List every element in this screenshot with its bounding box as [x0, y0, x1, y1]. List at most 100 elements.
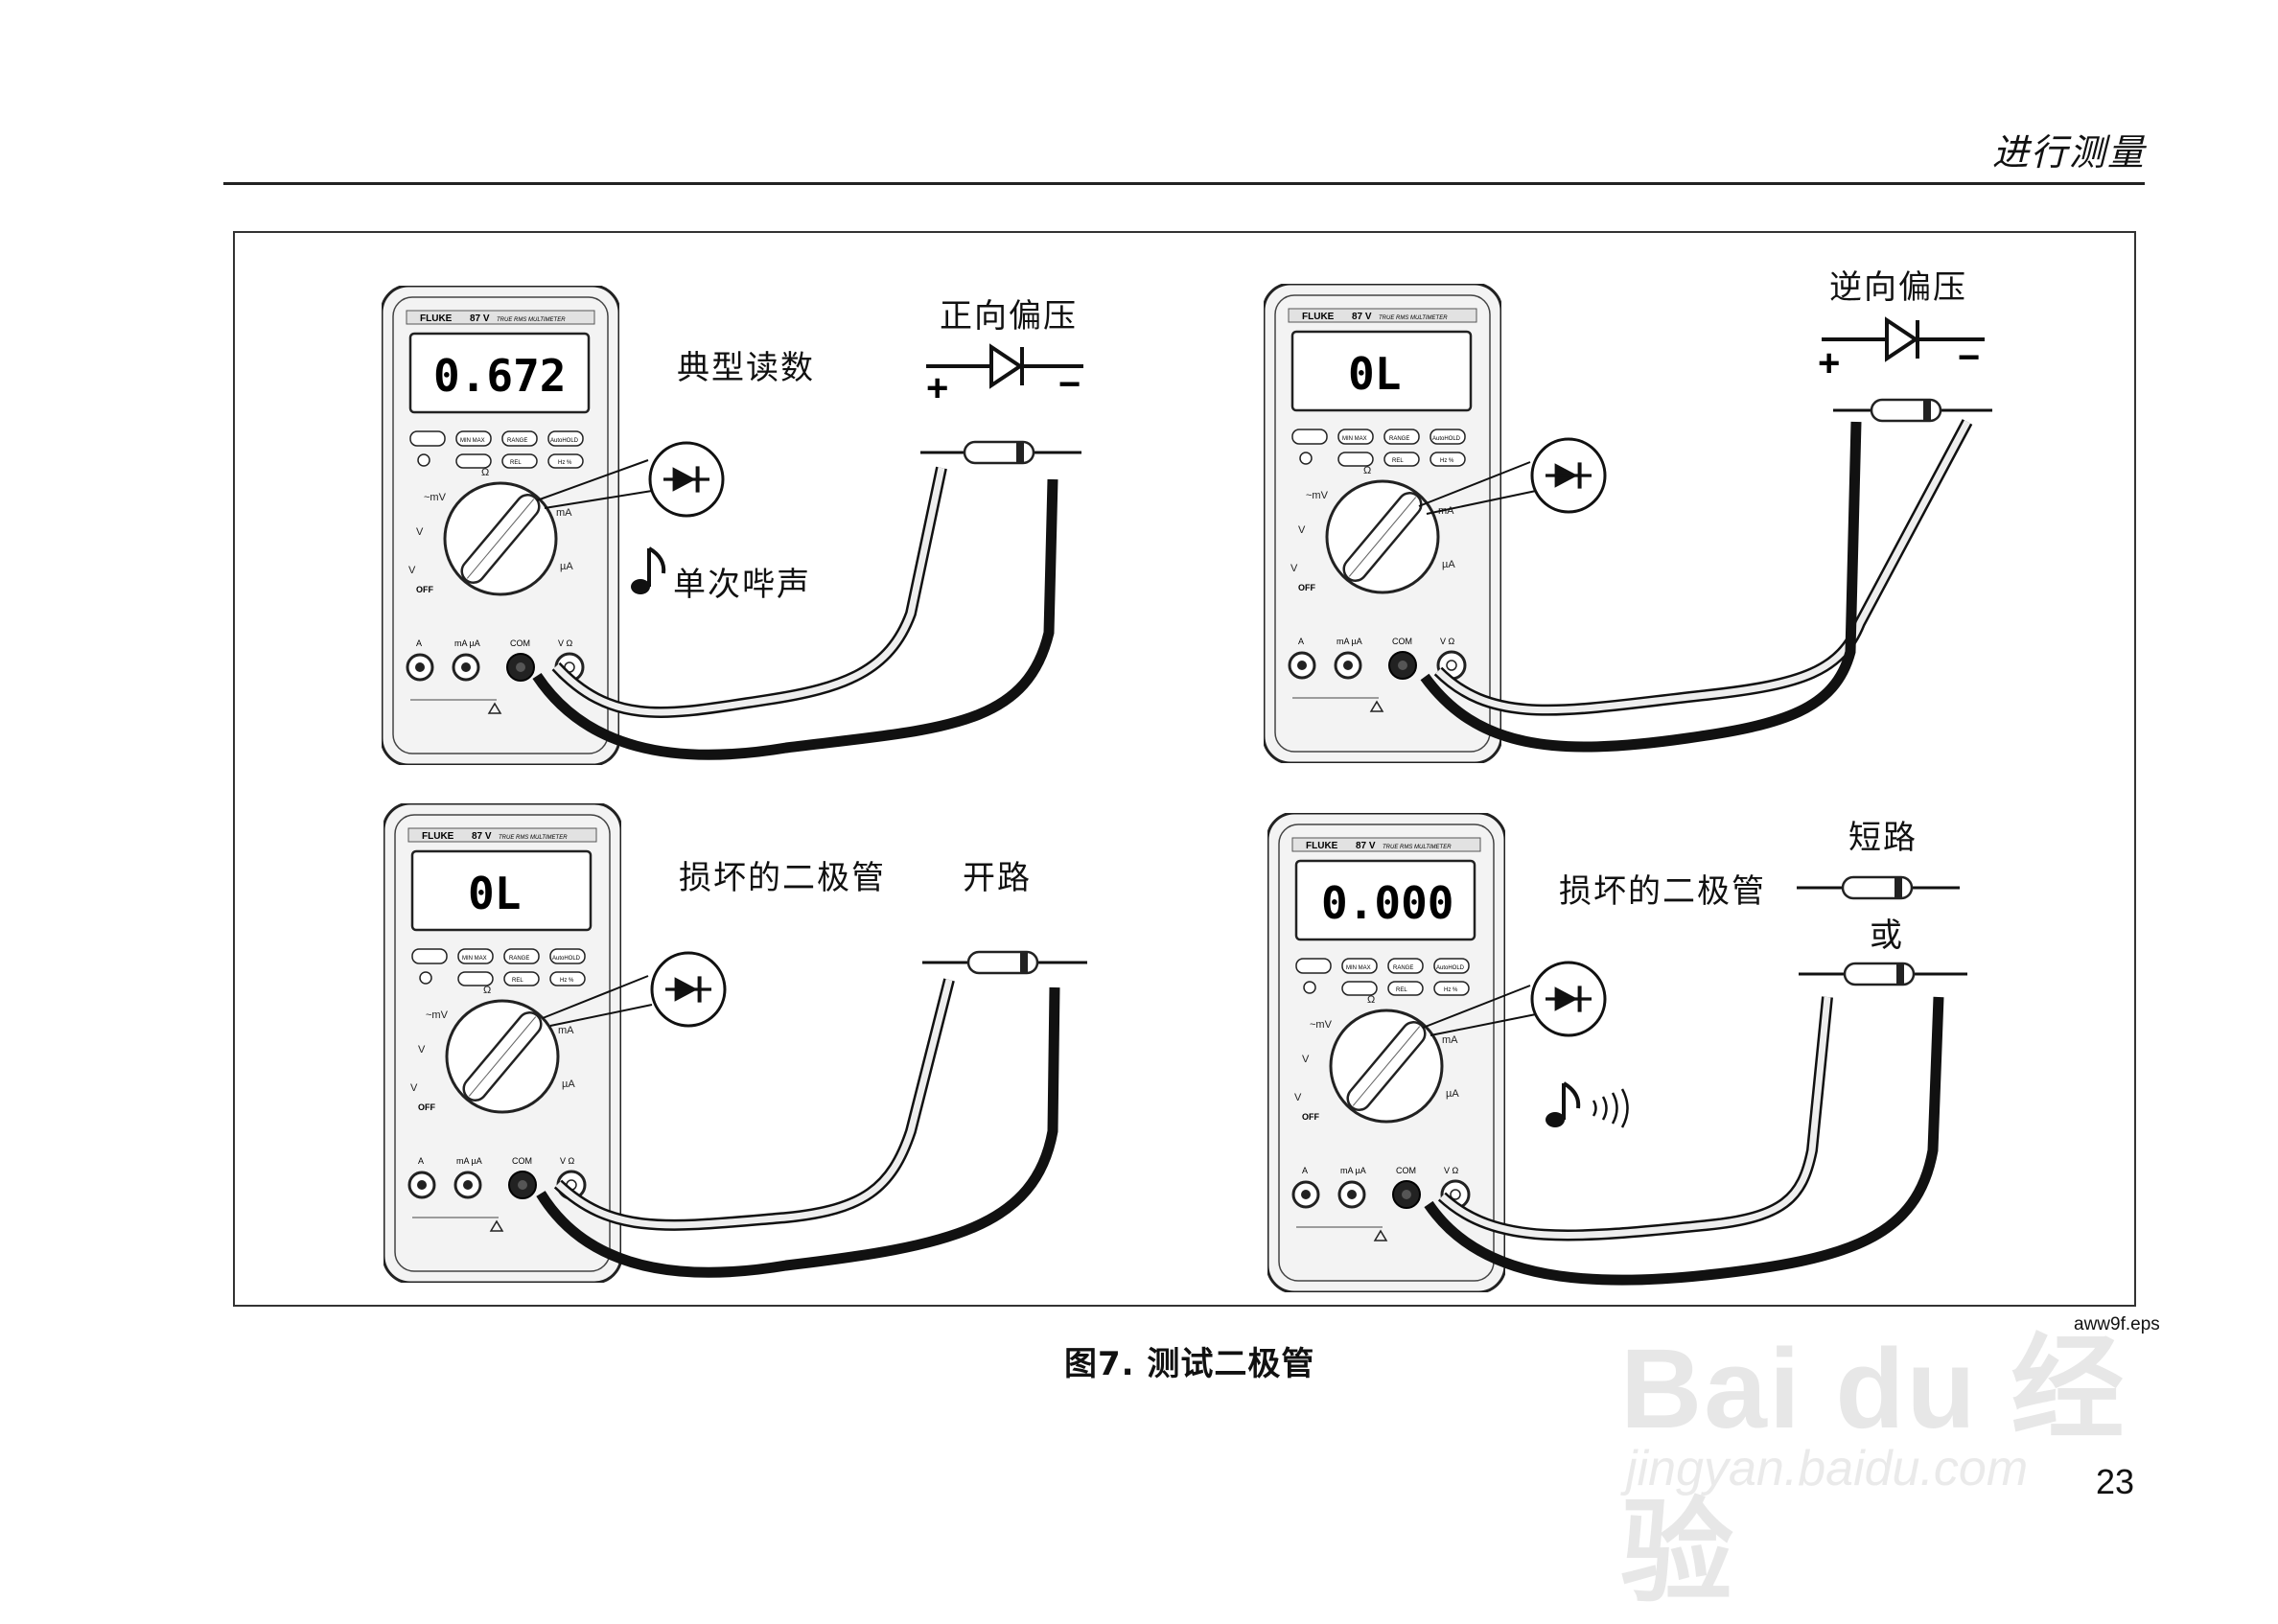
meter-display-reading: 0L [1348, 348, 1401, 400]
jack-ma-label: mA µA [1340, 1166, 1366, 1175]
plus-sign: + [926, 367, 948, 409]
multimeter-short: FLUKE 87 V TRUE RMS MULTIMETER 0.000 MIN… [1266, 811, 1507, 1294]
meter-brand: FLUKE [422, 831, 454, 842]
jack-ma-label: mA µA [456, 1156, 482, 1166]
meter-subtitle: TRUE RMS MULTIMETER [1379, 315, 1448, 321]
btn-hz-label: Hz % [1444, 987, 1458, 993]
dial-off-label: OFF [418, 1102, 435, 1112]
diode-callout-open [542, 951, 727, 1028]
btn-range-label: RANGE [1389, 436, 1409, 442]
btn-rel-label: REL [1396, 987, 1407, 993]
btn-rel-label: REL [1392, 458, 1404, 464]
short-circuit-label: 短路 [1848, 819, 1918, 857]
test-leads-reverse [1420, 419, 1973, 753]
diode-callout-short [1422, 961, 1607, 1037]
btn-hz-label: Hz % [1440, 458, 1454, 464]
jack-a-label: A [416, 638, 422, 648]
jack-ma-label: mA µA [454, 638, 480, 648]
diode-callout-reverse [1418, 437, 1607, 515]
jack-com-label: COM [1396, 1166, 1416, 1175]
btn-autohold-label: AutoHOLD [1436, 965, 1465, 971]
diode-component-short-bottom [1799, 962, 1967, 986]
multimeter-reverse: FLUKE 87 V TRUE RMS MULTIMETER 0L MIN MA… [1262, 282, 1503, 765]
multimeter-forward-drawing: FLUKE 87 V TRUE RMS MULTIMETER 0.672 MIN… [380, 284, 621, 767]
reverse-bias-label: 逆向偏压 [1829, 268, 1967, 307]
btn-minmax-label: MIN MAX [460, 438, 485, 444]
multimeter-short-drawing: FLUKE 87 V TRUE RMS MULTIMETER 0.000 MIN… [1266, 811, 1507, 1294]
meter-brand: FLUKE [420, 313, 453, 324]
jack-com-label: COM [510, 638, 530, 648]
test-leads-short [1424, 996, 1944, 1286]
figure-frame [233, 231, 2136, 1307]
music-note-icon [631, 546, 666, 594]
jack-a-label: A [1302, 1166, 1308, 1175]
jack-a-label: A [418, 1156, 424, 1166]
diode-callout-forward [536, 441, 725, 518]
meter-subtitle: TRUE RMS MULTIMETER [1383, 845, 1452, 850]
diode-component-open [922, 950, 1087, 975]
bias-symbol-forward [926, 343, 1083, 389]
damaged-diode-label: 损坏的二极管 [679, 859, 886, 897]
meter-model: 87 V [1352, 312, 1372, 322]
plus-sign: + [1818, 342, 1840, 384]
dial-off-label: OFF [416, 585, 433, 594]
forward-bias-label: 正向偏压 [940, 297, 1078, 336]
btn-hz-label: Hz % [560, 978, 574, 984]
diode-component-short-top [1797, 875, 1960, 900]
diagram-overlay: + − + − [532, 316, 1992, 1286]
single-beep-label: 单次哔声 [673, 566, 811, 604]
meter-brand: FLUKE [1302, 312, 1335, 322]
page-section-title: 进行测量 [1991, 131, 2146, 174]
jack-v-label: V Ω [558, 638, 573, 648]
open-circuit-label: 开路 [963, 859, 1032, 897]
jack-ma-label: mA µA [1337, 637, 1362, 646]
jack-com-label: COM [1392, 637, 1412, 646]
test-leads-forward [532, 466, 1058, 760]
bias-symbol-reverse [1822, 316, 1985, 362]
btn-autohold-label: AutoHOLD [552, 956, 581, 962]
meter-subtitle: TRUE RMS MULTIMETER [499, 835, 568, 841]
header-rule [223, 182, 2145, 185]
watermark: Bai du 经验 jingyan.baidu.com [1620, 1275, 2157, 1616]
jack-v-label: V Ω [1440, 637, 1455, 646]
minus-sign: − [1958, 336, 1980, 379]
or-label: 或 [1870, 916, 1904, 955]
meter-display-reading: 0.672 [433, 350, 566, 402]
minus-sign: − [1058, 363, 1081, 406]
btn-minmax-label: MIN MAX [1342, 436, 1367, 442]
diode-component-forward [920, 440, 1081, 465]
meter-model: 87 V [1356, 841, 1376, 851]
dial-off-label: OFF [1302, 1112, 1319, 1122]
btn-hz-label: Hz % [558, 460, 572, 466]
btn-autohold-label: AutoHOLD [1432, 436, 1461, 442]
btn-range-label: RANGE [507, 438, 527, 444]
multimeter-forward: FLUKE 87 V TRUE RMS MULTIMETER 0.672 MIN… [380, 284, 621, 767]
figure-file-label: aww9f.eps [2074, 1314, 2160, 1334]
watermark-url: jingyan.baidu.com [1626, 1441, 2029, 1496]
jack-com-label: COM [512, 1156, 532, 1166]
test-leads-open [536, 978, 1060, 1278]
figure-caption: 图7. 测试二极管 [1064, 1345, 1315, 1383]
jack-a-label: A [1298, 637, 1304, 646]
btn-range-label: RANGE [509, 956, 529, 962]
meter-brand: FLUKE [1306, 841, 1338, 851]
btn-rel-label: REL [512, 978, 523, 984]
btn-autohold-label: AutoHOLD [550, 438, 579, 444]
jack-v-label: V Ω [560, 1156, 575, 1166]
meter-subtitle: TRUE RMS MULTIMETER [497, 317, 566, 323]
page-number: 23 [2096, 1462, 2135, 1501]
btn-range-label: RANGE [1393, 965, 1413, 971]
btn-minmax-label: MIN MAX [462, 956, 487, 962]
continuous-beep-icon [1546, 1081, 1629, 1128]
meter-model: 87 V [472, 831, 492, 842]
typical-reading-label: 典型读数 [677, 349, 815, 387]
diode-component-reverse [1833, 398, 1992, 423]
damaged-diode-label: 损坏的二极管 [1559, 872, 1766, 911]
multimeter-reverse-drawing: FLUKE 87 V TRUE RMS MULTIMETER 0L MIN MA… [1262, 282, 1503, 765]
dial-off-label: OFF [1298, 583, 1315, 592]
meter-model: 87 V [470, 313, 490, 324]
btn-minmax-label: MIN MAX [1346, 965, 1371, 971]
meter-display-reading: 0.000 [1321, 877, 1453, 929]
btn-rel-label: REL [510, 460, 522, 466]
multimeter-open-drawing: FLUKE 87 V TRUE RMS MULTIMETER 0L MIN MA… [382, 801, 623, 1285]
